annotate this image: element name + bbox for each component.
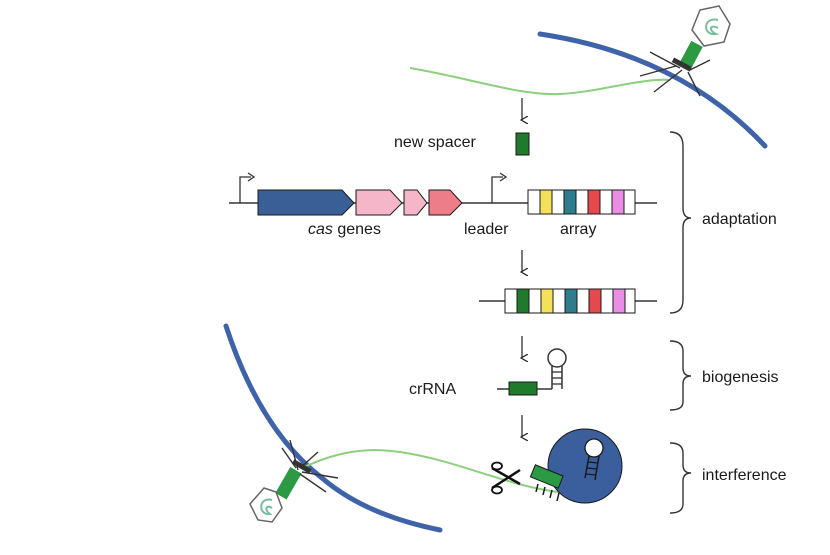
- cas-genes-label: cas genes: [308, 221, 381, 238]
- cas-gene-2: [355, 189, 403, 216]
- new-spacer-label: new spacer: [394, 134, 476, 151]
- array-label: array: [560, 221, 596, 238]
- crispr-array-expanded: [504, 288, 636, 314]
- biogenesis-bracket: [669, 340, 692, 411]
- crrna: [497, 348, 567, 396]
- scissors-icon: [491, 461, 521, 495]
- leader-label: leader: [464, 221, 509, 238]
- phage-icon: [249, 439, 339, 523]
- cell-membrane-bottom: [223, 323, 443, 533]
- biogenesis-label: biogenesis: [702, 369, 779, 386]
- promoter-arrow-icon: [491, 172, 508, 203]
- cell-membrane-top: [537, 31, 768, 149]
- bracket-icon: [669, 442, 692, 514]
- interference-label: interference: [702, 467, 787, 484]
- hairpin-icon: [547, 348, 567, 389]
- genes-text: genes: [333, 221, 381, 238]
- crrna-label: crRNA: [409, 381, 456, 398]
- cascade-complex: [529, 428, 623, 504]
- cas-italic: cas: [308, 221, 333, 238]
- phage-dna-top: [409, 67, 671, 96]
- phage-icon: [639, 5, 731, 97]
- new-spacer-block: [515, 132, 530, 156]
- phage-bottom: [249, 439, 339, 523]
- bracket-icon: [669, 131, 692, 314]
- crispr-array: [527, 189, 636, 215]
- cas-gene-3: [403, 189, 428, 216]
- adaptation-label: adaptation: [702, 211, 777, 228]
- bracket-icon: [669, 340, 692, 411]
- phage-dna-bottom: [301, 449, 573, 495]
- interference-bracket: [669, 442, 692, 514]
- promoter-arrow-icon: [239, 172, 256, 203]
- adaptation-bracket: [669, 131, 692, 314]
- phage-top: [639, 5, 731, 97]
- cas-gene-1: [257, 189, 355, 216]
- hairpin-icon: [584, 438, 604, 481]
- cas-gene-4: [428, 189, 463, 216]
